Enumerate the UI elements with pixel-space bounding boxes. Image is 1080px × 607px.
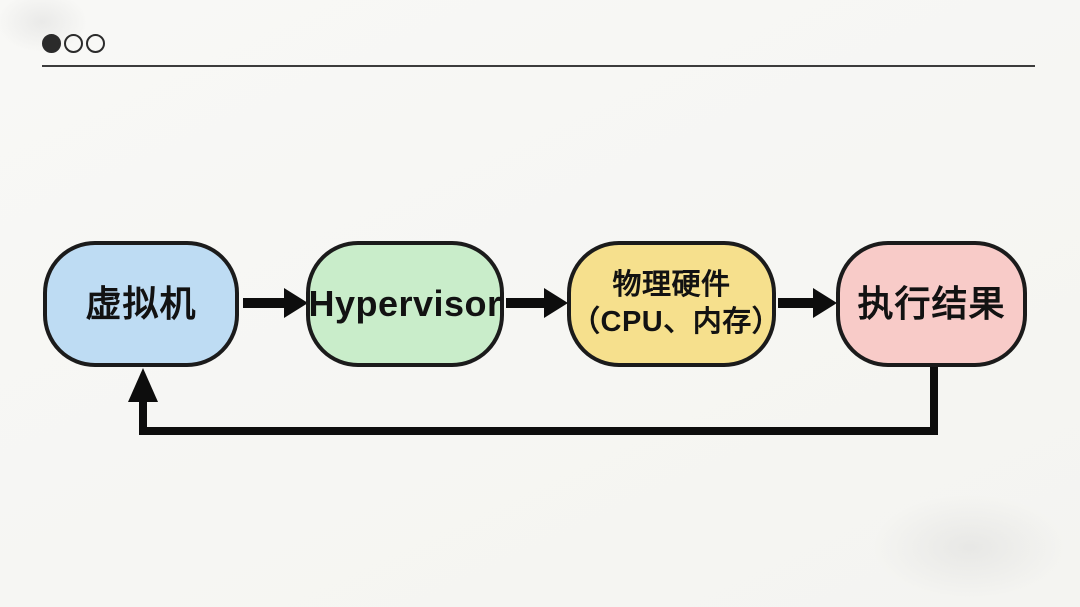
slide-indicator — [42, 34, 105, 53]
slide-dot[interactable] — [64, 34, 83, 53]
feedback-arrowhead — [128, 368, 158, 402]
slide-dot[interactable] — [86, 34, 105, 53]
node-physical-hardware[interactable]: 物理硬件 （CPU、内存） — [567, 241, 782, 367]
node-physical-hardware-label-line1: 物理硬件 — [612, 268, 731, 301]
node-execution-result-label: 执行结果 — [857, 283, 1006, 325]
corner-shadow-bottom-right — [840, 477, 1080, 607]
feedback-loop-result-to-vm — [128, 366, 938, 435]
slide-dot-active[interactable] — [42, 34, 61, 53]
arrow-hardware-to-result — [778, 288, 837, 318]
arrow-hypervisor-to-hardware — [506, 288, 568, 318]
header-divider — [42, 65, 1035, 67]
node-physical-hardware-label-line2: （CPU、内存） — [571, 306, 782, 338]
node-execution-result[interactable]: 执行结果 — [836, 241, 1027, 367]
node-virtual-machine-label: 虚拟机 — [85, 283, 197, 325]
arrow-vm-to-hypervisor — [243, 288, 308, 318]
node-hypervisor-label: Hypervisor — [308, 283, 502, 324]
node-hypervisor[interactable]: Hypervisor — [306, 241, 504, 367]
node-virtual-machine[interactable]: 虚拟机 — [43, 241, 239, 367]
